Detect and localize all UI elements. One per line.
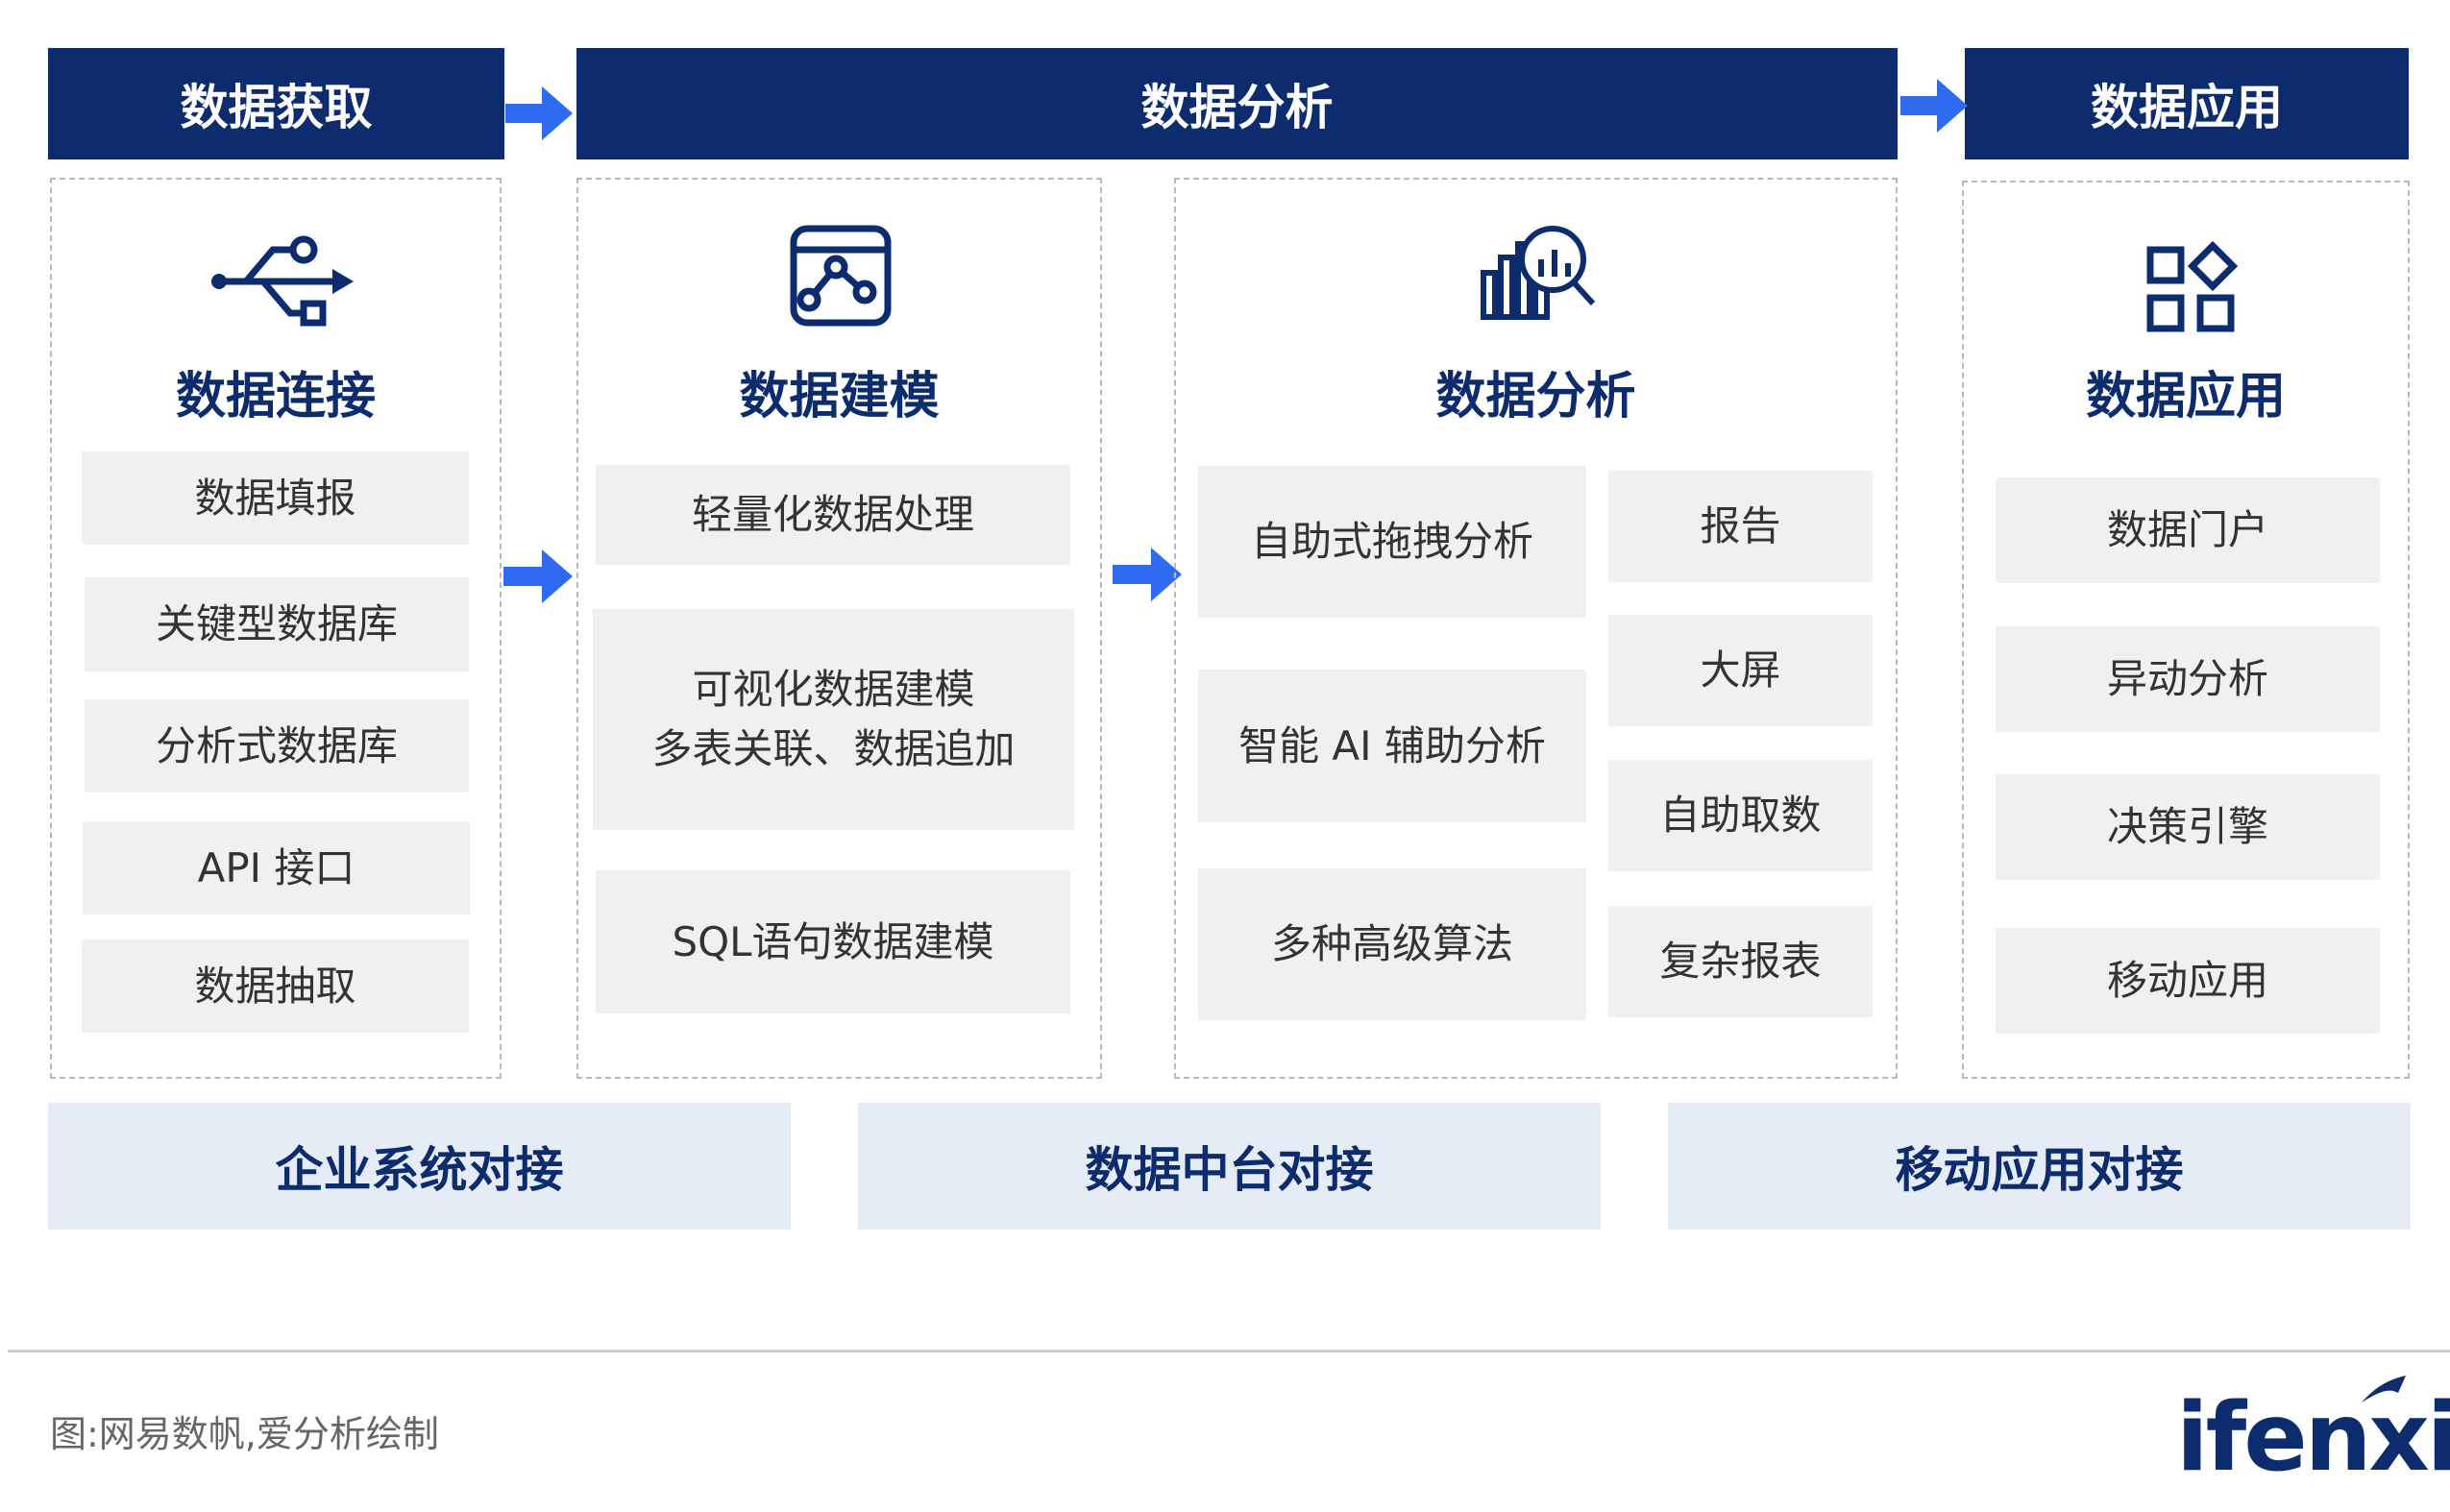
header-data-analysis: 数据分析 (576, 48, 1898, 159)
header-data-acquisition: 数据获取 (48, 48, 504, 159)
column-data-analysis (1174, 178, 1898, 1079)
list-item: 移动应用 (1996, 928, 2380, 1034)
list-item: 智能 AI 辅助分析 (1198, 670, 1586, 822)
list-item-line: 多表关联、数据追加 (651, 725, 1016, 772)
bottom-integration-enterprise: 企业系统对接 (48, 1103, 791, 1230)
arrow-right-icon (503, 548, 573, 605)
list-item: 多种高级算法 (1198, 868, 1586, 1020)
list-item: 异动分析 (1996, 626, 2380, 732)
list-item: 数据填报 (82, 451, 469, 545)
bottom-integration-mobile: 移动应用对接 (1668, 1103, 2411, 1230)
footer-divider (8, 1350, 2450, 1353)
column-title-data-analysis: 数据分析 (1435, 368, 1636, 426)
list-item: 大屏 (1608, 615, 1873, 726)
column-data-modeling (576, 178, 1102, 1079)
arrow-right-icon (505, 85, 573, 142)
column-title-data-connection: 数据连接 (175, 368, 376, 426)
list-item: 轻量化数据处理 (596, 465, 1070, 565)
data-model-icon (786, 221, 895, 330)
list-item: SQL语句数据建模 (596, 870, 1070, 1013)
list-item: 关键型数据库 (85, 577, 469, 671)
column-data-connection (50, 178, 502, 1079)
list-item: 分析式数据库 (85, 699, 469, 793)
list-item: 复杂报表 (1608, 906, 1873, 1017)
arrow-right-icon (1900, 77, 1968, 134)
list-item: 可视化数据建模 多表关联、数据追加 (593, 609, 1074, 830)
column-data-application (1962, 181, 2410, 1079)
list-item: 报告 (1608, 471, 1873, 582)
list-item: 自助取数 (1608, 760, 1873, 871)
logo-swoosh-icon (2360, 1374, 2408, 1410)
list-item: 决策引擎 (1996, 774, 2380, 880)
header-data-application: 数据应用 (1965, 48, 2409, 159)
bottom-integration-data-platform: 数据中台对接 (858, 1103, 1601, 1230)
list-item: 自助式拖拽分析 (1198, 466, 1586, 618)
chart-magnifier-icon (1478, 217, 1597, 323)
column-title-data-modeling: 数据建模 (739, 368, 940, 426)
list-item: 数据门户 (1996, 477, 2380, 583)
app-grid-icon (2144, 240, 2241, 336)
list-item: 数据抽取 (82, 939, 469, 1033)
ifenxi-logo: ifenxi (2176, 1383, 2450, 1493)
figure-caption: 图:网易数帆,爱分析绘制 (50, 1413, 439, 1455)
column-title-data-application: 数据应用 (2085, 368, 2286, 426)
list-item-line: 可视化数据建模 (692, 666, 975, 713)
arrow-right-icon (1113, 546, 1182, 603)
list-item: API 接口 (83, 821, 470, 915)
usb-icon (208, 229, 361, 334)
